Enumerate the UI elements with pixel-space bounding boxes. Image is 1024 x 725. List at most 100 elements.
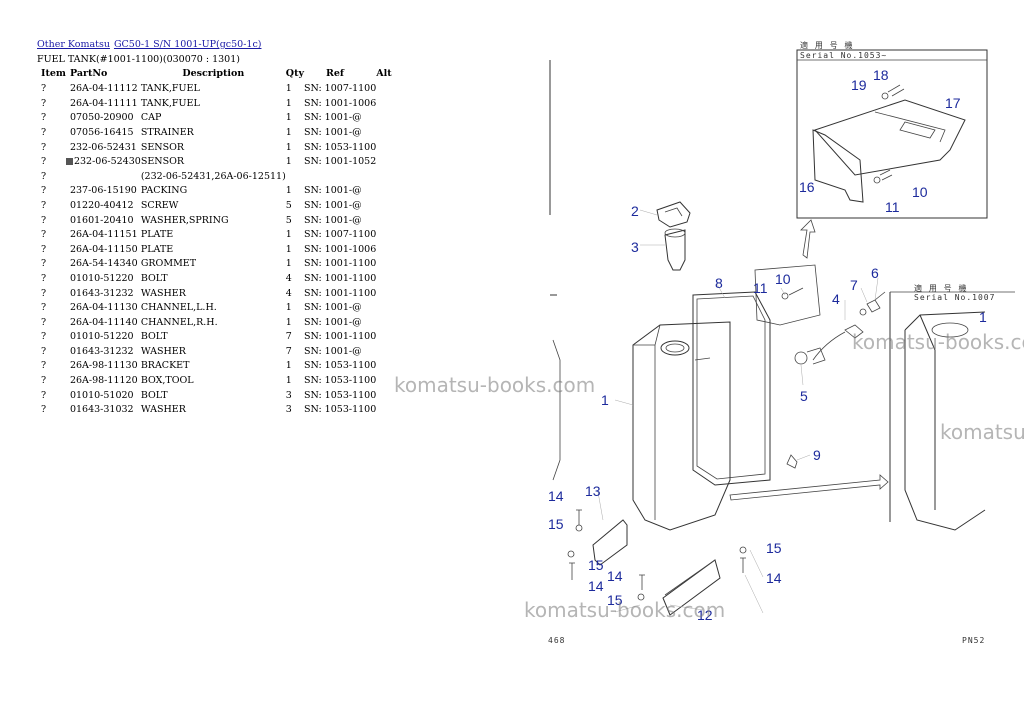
plate-8 — [692, 291, 771, 486]
cell-qty: 5 — [286, 199, 304, 214]
cell-qty-text: 5 — [285, 199, 292, 211]
channel-rh-12 — [662, 559, 721, 616]
cell-ref-text: SN: 1001-1100 — [303, 287, 377, 299]
cell-partno-text: 01220-40412 — [69, 199, 134, 211]
cell-description: (232-06-52431,26A-06-12511) — [141, 170, 286, 185]
cell-item: ? — [37, 272, 66, 287]
callout-9: 9 — [813, 447, 821, 463]
cell-description-text: WASHER,SPRING — [140, 214, 229, 226]
cell-qty-text: 1 — [285, 156, 292, 168]
cell-ref: SN: 1001-@ — [304, 214, 376, 229]
cell-description-text: PLATE — [140, 243, 174, 255]
cell-description-text: (232-06-52431,26A-06-12511) — [140, 170, 286, 182]
callout-15-b: 15 — [588, 557, 604, 573]
callout-17: 17 — [945, 95, 961, 111]
cell-partno: 26A-04-11112 — [66, 82, 141, 97]
callout-16: 16 — [799, 179, 815, 195]
cell-alt — [376, 301, 391, 316]
cell-ref: SN: 1001-@ — [304, 199, 376, 214]
fuel-tank-filler-neck — [660, 340, 690, 356]
cell-ref: SN: 1001-@ — [304, 301, 376, 316]
col-ref: Ref — [325, 68, 345, 80]
cell-description-text: TANK,FUEL — [140, 83, 200, 95]
parts-table: Item PartNo Description Qty Ref Alt ?26A… — [37, 67, 392, 418]
breadcrumb-link-other-komatsu[interactable]: Other Komatsu — [37, 39, 110, 50]
callout-14-b: 14 — [588, 578, 604, 594]
cell-qty-text: 1 — [285, 83, 292, 95]
cell-qty-text: 7 — [285, 345, 292, 357]
cell-ref-text: SN: 1053-1100 — [303, 141, 377, 153]
cell-description: TANK,FUEL — [141, 82, 286, 97]
col-description: Description — [182, 68, 245, 80]
cell-ref-text: SN: 1053-1100 — [303, 360, 377, 372]
washer-15-d — [739, 546, 747, 554]
cell-ref-text: SN: 1053-1100 — [303, 375, 377, 387]
col-alt: Alt — [376, 68, 392, 80]
cell-ref: SN: 1001-@ — [304, 316, 376, 331]
callout-15-d: 15 — [766, 540, 782, 556]
cell-ref: SN: 1001-@ — [304, 126, 376, 141]
cell-item: ? — [37, 170, 66, 185]
cell-item: ? — [37, 126, 66, 141]
cell-partno: 26A-04-11151 — [66, 228, 141, 243]
cell-partno-text: 232-06-52430 — [73, 156, 141, 168]
cell-alt — [376, 170, 391, 185]
col-partno: PartNo — [69, 68, 108, 80]
cell-description: SCREW — [141, 199, 286, 214]
bolt-10 — [788, 287, 804, 296]
cell-alt — [376, 345, 391, 360]
inset-box-top — [796, 49, 988, 219]
cell-partno: 232-06-52431 — [66, 141, 141, 156]
cell-description: WASHER,SPRING — [141, 214, 286, 229]
col-qty: Qty — [285, 68, 304, 80]
cell-alt — [376, 316, 391, 331]
cell-ref-text: SN: 1053-1100 — [303, 404, 377, 416]
cell-partno: 26A-04-11140 — [66, 316, 141, 331]
cell-alt — [376, 403, 391, 418]
cell-description: TANK,FUEL — [141, 97, 286, 112]
fuel-tank-1 — [632, 321, 731, 531]
bolt-10-inset — [879, 169, 893, 181]
cell-description: SENSOR — [141, 155, 286, 170]
cell-item-text: ? — [41, 141, 47, 153]
callout-14-a: 14 — [548, 488, 564, 504]
cell-item-text: ? — [41, 331, 47, 343]
cell-qty: 5 — [286, 214, 304, 229]
cell-description: BOLT — [141, 330, 286, 345]
cell-partno: 07050-20900 — [66, 111, 141, 126]
cell-item: ? — [37, 287, 66, 302]
cell-description-text: SENSOR — [140, 156, 185, 168]
cell-qty: 1 — [286, 228, 304, 243]
cell-description-text: WASHER — [140, 345, 186, 357]
callout-1: 1 — [601, 392, 609, 408]
cell-description-text: PLATE — [140, 229, 174, 241]
cell-partno: 07056-16415 — [66, 126, 141, 141]
cell-ref-text: SN: 1001-@ — [303, 126, 362, 138]
cell-item: ? — [37, 374, 66, 389]
callout-4: 4 — [832, 291, 840, 307]
cell-description-text: SCREW — [140, 199, 179, 211]
cell-description: BRACKET — [141, 359, 286, 374]
cell-item: ? — [37, 214, 66, 229]
breadcrumb-link-model[interactable]: GC50-1 S/N 1001-UP(gc50-1c) — [113, 39, 262, 50]
cell-qty: 1 — [286, 126, 304, 141]
cell-item: ? — [37, 228, 66, 243]
cell-description-text: CHANNEL,R.H. — [140, 316, 218, 328]
cell-qty-text: 1 — [285, 302, 292, 314]
cell-partno: 232-06-52430 — [65, 155, 141, 170]
plate-8-inner — [696, 295, 766, 480]
cell-description: GROMMET — [141, 257, 286, 272]
cell-item: ? — [37, 141, 66, 156]
washer-19 — [881, 92, 889, 100]
cell-qty-text: 1 — [285, 258, 292, 270]
cell-item: ? — [37, 316, 66, 331]
cell-item-text: ? — [41, 389, 47, 401]
